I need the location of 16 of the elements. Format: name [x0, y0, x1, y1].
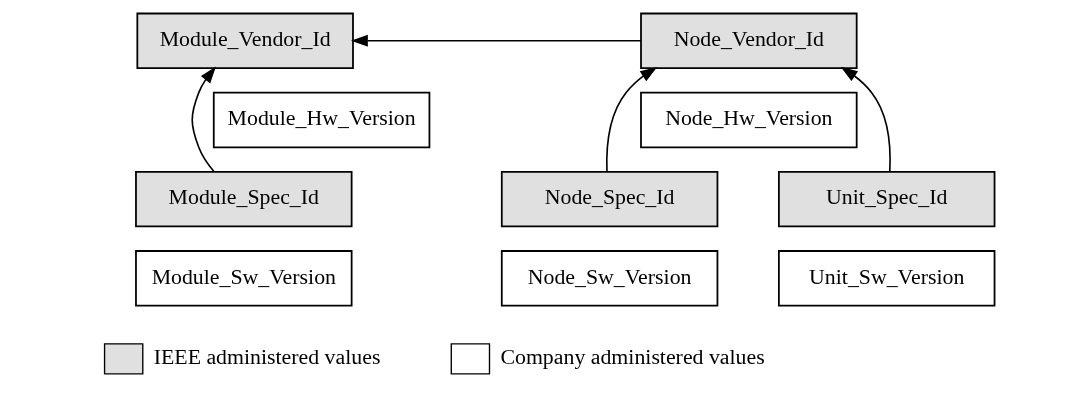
node-box: Module_Vendor_Id: [135, 12, 354, 69]
node-box: Module_Sw_Version: [134, 250, 352, 307]
legend-label: IEEE administered values: [153, 345, 380, 370]
arrow: [190, 66, 216, 173]
node-box: Unit_Spec_Id: [777, 170, 995, 228]
legend-label: Company administered values: [499, 345, 765, 370]
node-box: Module_Hw_Version: [212, 91, 430, 149]
node-box: Node_Hw_Version: [639, 91, 858, 149]
node-box: Node_Vendor_Id: [639, 12, 858, 69]
node-box: Unit_Sw_Version: [777, 250, 995, 307]
node-box: Module_Spec_Id: [134, 170, 352, 228]
arrow: [350, 34, 642, 47]
node-box: Node_Sw_Version: [500, 250, 718, 307]
node-box: Node_Spec_Id: [500, 170, 718, 228]
arrow: [840, 66, 891, 173]
arrow: [605, 66, 657, 173]
